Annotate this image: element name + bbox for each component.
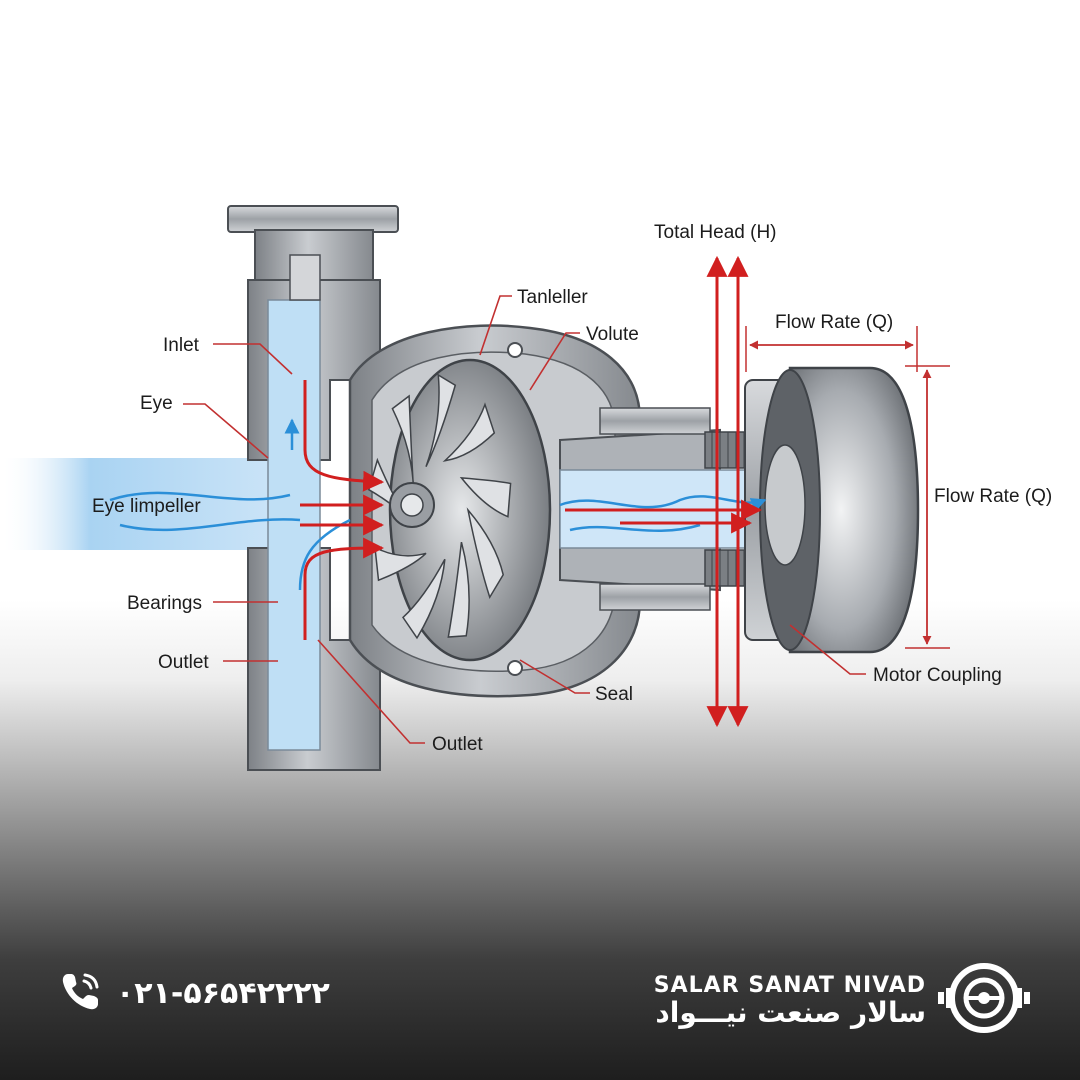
red-flow-arrows <box>300 255 763 728</box>
motor <box>744 366 920 654</box>
label-bearings: Bearings <box>127 593 202 614</box>
label-eye-impeller: Eye limpeller <box>92 496 201 517</box>
impeller-vane <box>391 394 415 493</box>
impeller-vane <box>466 507 504 600</box>
label-eye: Eye <box>140 393 173 414</box>
impeller-vane <box>459 476 512 518</box>
label-total-head: Total Head (H) <box>654 222 777 243</box>
phone-number[interactable]: ۰۲۱-۵۶۵۴۲۲۲۲ <box>116 976 330 1011</box>
impeller-vane <box>442 402 496 462</box>
gear-logo-icon <box>936 958 1032 1043</box>
impeller-vane <box>425 373 457 468</box>
label-tanleller: Tanleller <box>517 287 588 308</box>
brand-name-fa: سالار صنعت نیـــواد <box>655 995 926 1029</box>
impeller-vane <box>402 558 446 640</box>
phone-icon <box>58 968 104 1019</box>
dimension-lines <box>745 326 950 649</box>
impeller <box>367 358 552 662</box>
leader-lines <box>183 295 866 744</box>
footer-phone[interactable]: ۰۲۱-۵۶۵۴۲۲۲۲ <box>58 968 330 1019</box>
brand-name-en: SALAR SANAT NIVAD <box>653 972 926 998</box>
impeller-vane <box>374 546 427 582</box>
label-volute: Volute <box>586 324 639 345</box>
label-motor-coupling: Motor Coupling <box>873 665 1002 686</box>
label-outlet-left: Outlet <box>158 652 209 673</box>
label-flow-rate-top: Flow Rate (Q) <box>775 312 893 333</box>
label-seal: Seal <box>595 684 633 705</box>
water-flow-lines <box>109 418 767 591</box>
label-inlet: Inlet <box>163 335 200 356</box>
label-flow-rate-right: Flow Rate (Q) <box>934 486 1052 507</box>
label-outlet-bottom: Outlet <box>432 734 483 755</box>
impeller-vane <box>447 541 470 638</box>
inlet-water-flow <box>0 458 300 550</box>
brand: SALAR SANAT NIVAD سالار صنعت نیـــواد <box>654 958 1032 1043</box>
